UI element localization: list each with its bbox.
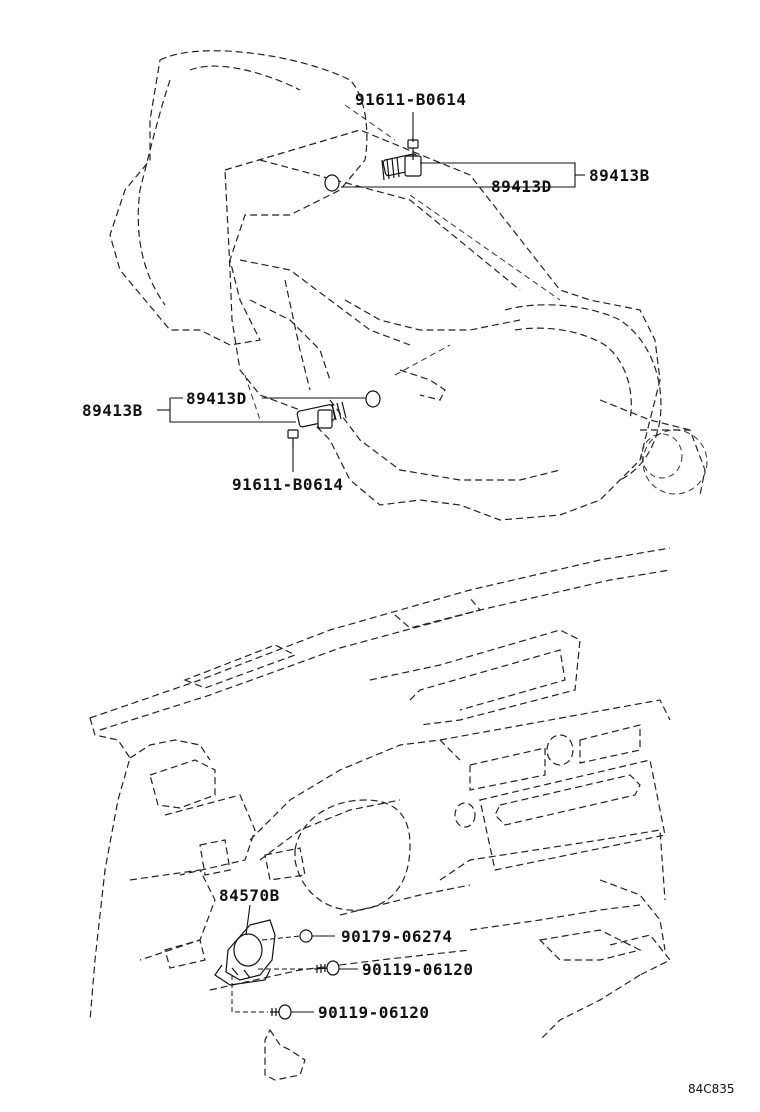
- lower-speed-sensor: [296, 401, 347, 429]
- gasket-lower-label: 89413D: [186, 389, 247, 408]
- bolt-lower-label: 91611-B0614: [232, 475, 343, 494]
- screw-b-part: [314, 960, 340, 976]
- screw-c-label: 90119-06120: [318, 1003, 429, 1022]
- dashboard-leaders: [231, 904, 358, 1013]
- gasket-upper-label: 89413D: [491, 177, 552, 196]
- sensor-lower-group-label: 89413B: [82, 401, 143, 420]
- transmission-illustration: [109, 50, 708, 521]
- switch-assembly-label: 84570B: [219, 886, 280, 905]
- lower-o-ring: [365, 390, 381, 408]
- lower-bolt: [287, 429, 299, 448]
- dashboard-illustration: [89, 547, 671, 1081]
- screw-b-label: 90119-06120: [362, 960, 473, 979]
- upper-leaders: [341, 112, 585, 188]
- switch-assembly-part: [214, 919, 276, 986]
- upper-o-ring: [324, 174, 340, 192]
- screw-a-label: 90179-06274: [341, 927, 452, 946]
- upper-speed-sensor: [381, 153, 422, 181]
- lower-leaders: [157, 397, 366, 472]
- screw-a-part: [299, 929, 313, 943]
- illustration-code: 84C835: [688, 1082, 735, 1096]
- bolt-upper-label: 91611-B0614: [355, 90, 466, 109]
- sensor-upper-group-label: 89413B: [589, 166, 650, 185]
- screw-c-part: [270, 1004, 292, 1020]
